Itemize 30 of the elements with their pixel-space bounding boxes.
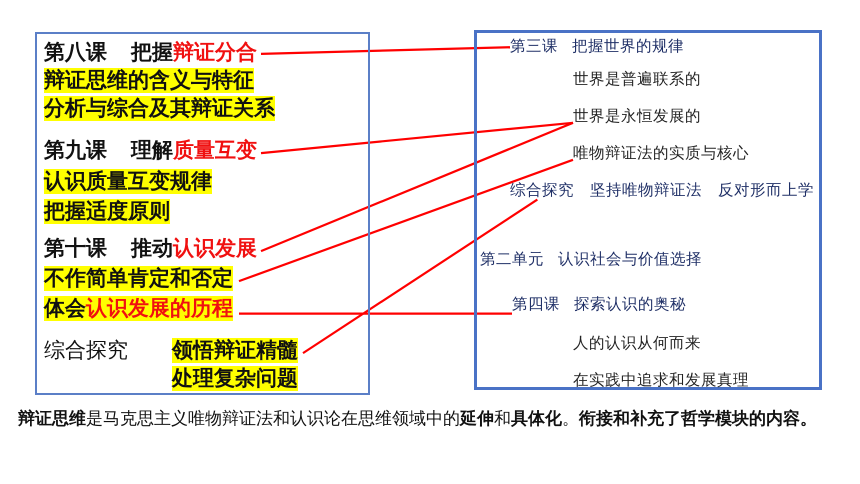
lesson-heading: 第四课 探索认识的奥秘: [512, 295, 686, 314]
topic-text: 世界是永恒发展的: [573, 107, 701, 126]
connector-line: [238, 158, 574, 282]
connector-line: [260, 122, 574, 252]
topic-text: 把握适度原则: [44, 199, 170, 224]
outline-panel: [35, 32, 370, 395]
topic-text: 领悟辩证精髓: [172, 338, 298, 364]
outline-panel: [474, 30, 822, 390]
topic-text: 人的认识从何而来: [573, 334, 701, 353]
topic-text: 辩证思维的含义与特征: [44, 68, 254, 94]
connector-line: [302, 198, 538, 354]
section-heading: 综合探究: [44, 338, 128, 364]
topic-text: 处理复杂问题: [172, 366, 298, 392]
topic-text: 分析与综合及其辩证关系: [44, 96, 275, 122]
topic-text: 不作简单肯定和否定: [44, 266, 233, 292]
section-heading: 综合探究 坚持唯物辩证法 反对形而上学: [510, 181, 814, 200]
lesson-heading: 第九课 理解质量互变: [44, 138, 257, 164]
topic-text: 世界是普遍联系的: [573, 70, 701, 89]
topic-text: 唯物辩证法的实质与核心: [573, 144, 749, 163]
connector-line: [260, 122, 574, 154]
connector-line: [239, 312, 512, 315]
summary-paragraph: 辩证思维是马克思主义唯物辩证法和认识论在思维领域中的延伸和具体化。衔接和补充了哲学模块的内容。: [18, 408, 818, 431]
topic-text: 在实践中追求和发展真理: [573, 371, 749, 390]
topic-text: 体会认识发展的历程: [44, 296, 233, 322]
connector-line: [260, 46, 510, 55]
lesson-heading: 第三课 把握世界的规律: [510, 37, 684, 56]
topic-text: 认识质量互变规律: [44, 169, 212, 194]
unit-heading: 第二单元 认识社会与价值选择: [480, 250, 702, 269]
lesson-heading: 第八课 把握辩证分合: [44, 40, 257, 66]
lesson-heading: 第十课 推动认识发展: [44, 236, 257, 262]
